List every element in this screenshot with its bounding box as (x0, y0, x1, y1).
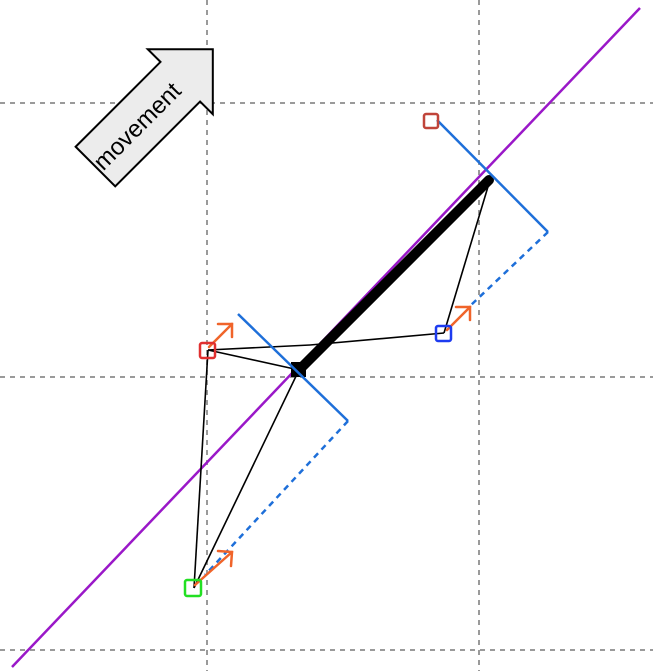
bisectors (204, 119, 549, 576)
lower-bisector-dashed (204, 420, 349, 576)
bar-joint (291, 362, 306, 377)
upper-bisector-dashed (469, 231, 549, 307)
upper-bisector (436, 119, 549, 233)
lower-bisector (237, 313, 349, 422)
arrow-up-right-icon (74, 48, 214, 188)
handle-left[interactable] (198, 341, 217, 360)
handle-right[interactable] (434, 324, 453, 343)
main-bar (294, 175, 494, 375)
link-left-center (207, 349, 300, 371)
link-left-top (207, 344, 311, 351)
handle-bottom[interactable] (183, 578, 203, 598)
link-right-end (443, 179, 491, 334)
handle-top[interactable] (422, 112, 440, 130)
link-bottom-center (193, 369, 300, 589)
link-left-bottom (193, 349, 209, 589)
